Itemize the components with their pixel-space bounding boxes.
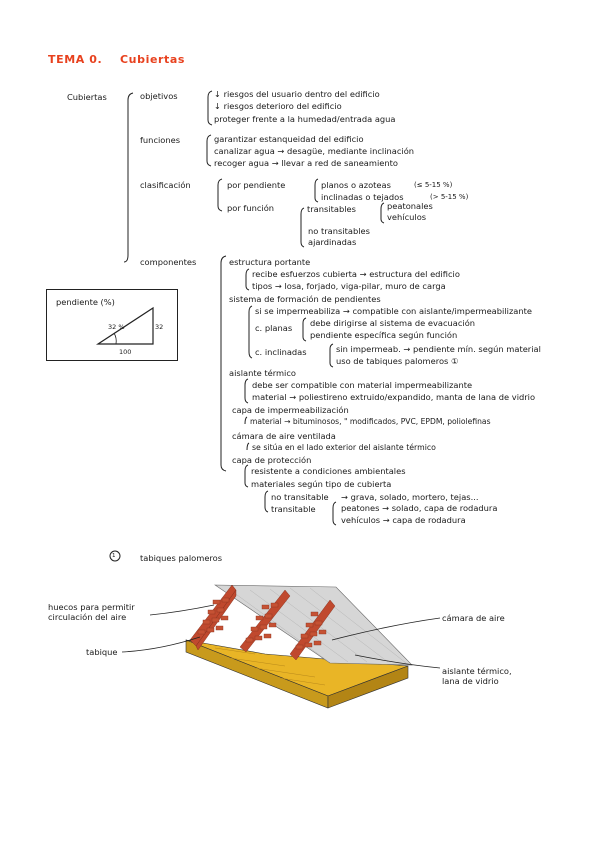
camara-item: se sitúa en el lado exterior del aislant… — [252, 443, 436, 452]
formacion-impermeabiliza: si se impermeabiliza → compatible con ai… — [255, 306, 532, 316]
section-title: tabiques palomeros — [140, 553, 223, 563]
section-marker: 1 — [112, 553, 116, 559]
peatones-item: peatones → solado, capa de rodadura — [341, 503, 498, 513]
page-title: Cubiertas — [120, 53, 186, 66]
pendiente-diagram-label: pendiente (%) — [56, 297, 115, 307]
transitables-label: transitables — [307, 204, 356, 214]
c-inclinadas-label: c. inclinadas — [255, 347, 307, 357]
vehiculos-item: vehículos → capa de rodadura — [341, 515, 466, 525]
transitable-label: transitable — [271, 504, 316, 514]
vehiculos-label: vehículos — [387, 212, 427, 222]
capa-imper-item: material → bituminosos, " modificados, P… — [250, 417, 491, 426]
aislante-item: material → poliestireno extruido/expandi… — [252, 392, 536, 402]
tema-number: TEMA 0. — [48, 53, 103, 66]
estructura-item: tipos → losa, forjado, viga-pilar, muro … — [252, 281, 446, 291]
c-inclinadas-item: sin impermeab. → pendiente mín. según ma… — [336, 344, 541, 354]
estructura-item: recibe esfuerzos cubierta → estructura d… — [252, 269, 460, 279]
capa-imper-label: capa de impermeabilización — [232, 405, 349, 415]
label-camara: cámara de aire — [442, 613, 505, 623]
proteccion-label: capa de protección — [232, 455, 312, 465]
c-planas-item: pendiente específica según función — [310, 330, 458, 340]
clasificacion-label: clasificación — [140, 180, 191, 190]
inclinados-range: (> 5-15 %) — [430, 193, 469, 201]
aislante-item: debe ser compatible con material imperme… — [252, 380, 473, 390]
camara-label: cámara de aire ventilada — [232, 431, 336, 441]
c-planas-item: debe dirigirse al sistema de evacuación — [310, 318, 476, 328]
estructura-label: estructura portante — [229, 257, 311, 267]
aislante-label: aislante térmico — [229, 368, 297, 378]
componentes-label: componentes — [140, 257, 197, 267]
c-inclinadas-item: uso de tabiques palomeros ① — [336, 356, 459, 366]
objetivos-label: objetivos — [140, 91, 178, 101]
slope-run-label: 100 — [119, 348, 132, 356]
objetivos-item: ↓ riesgos del usuario dentro del edifici… — [214, 89, 380, 99]
no-transitable-item: → grava, solado, mortero, tejas... — [341, 492, 479, 502]
funciones-item: garantizar estanqueidad del edificio — [214, 134, 364, 144]
no-transitables-label: no transitables — [308, 226, 370, 236]
ajardinadas-label: ajardinadas — [308, 237, 357, 247]
formacion-label: sistema de formación de pendientes — [229, 294, 381, 304]
peatonales-label: peatonales — [387, 201, 433, 211]
proteccion-item: resistente a condiciones ambientales — [251, 466, 406, 476]
label-huecos: huecos para permitir circulación del air… — [48, 602, 135, 622]
planos-label: planos o azoteas — [321, 180, 391, 190]
inclinados-label: inclinadas o tejados — [321, 192, 404, 202]
label-tabique: tabique — [86, 647, 118, 657]
proteccion-item: materiales según tipo de cubierta — [251, 479, 392, 489]
funciones-item: canalizar agua → desagüe, mediante incli… — [214, 146, 415, 156]
slope-rise-label: 32 — [155, 323, 164, 331]
slope-angle-label: 32 % — [108, 323, 125, 331]
objetivos-item: proteger frente a la humedad/entrada agu… — [214, 114, 396, 124]
c-planas-label: c. planas — [255, 323, 293, 333]
por-funcion-label: por función — [227, 203, 275, 213]
no-transitable-label: no transitable — [271, 492, 329, 502]
funciones-label: funciones — [140, 135, 181, 145]
label-aislante: aislante térmico, lana de vidrio — [442, 666, 512, 686]
funciones-item: recoger agua → llevar a red de saneamien… — [214, 158, 398, 168]
planos-range: (≤ 5-15 %) — [414, 181, 453, 189]
por-pendiente-label: por pendiente — [227, 180, 286, 190]
objetivos-item: ↓ riesgos deterioro del edificio — [214, 101, 342, 111]
root-label: Cubiertas — [67, 92, 107, 102]
pendiente-diagram — [46, 289, 178, 361]
